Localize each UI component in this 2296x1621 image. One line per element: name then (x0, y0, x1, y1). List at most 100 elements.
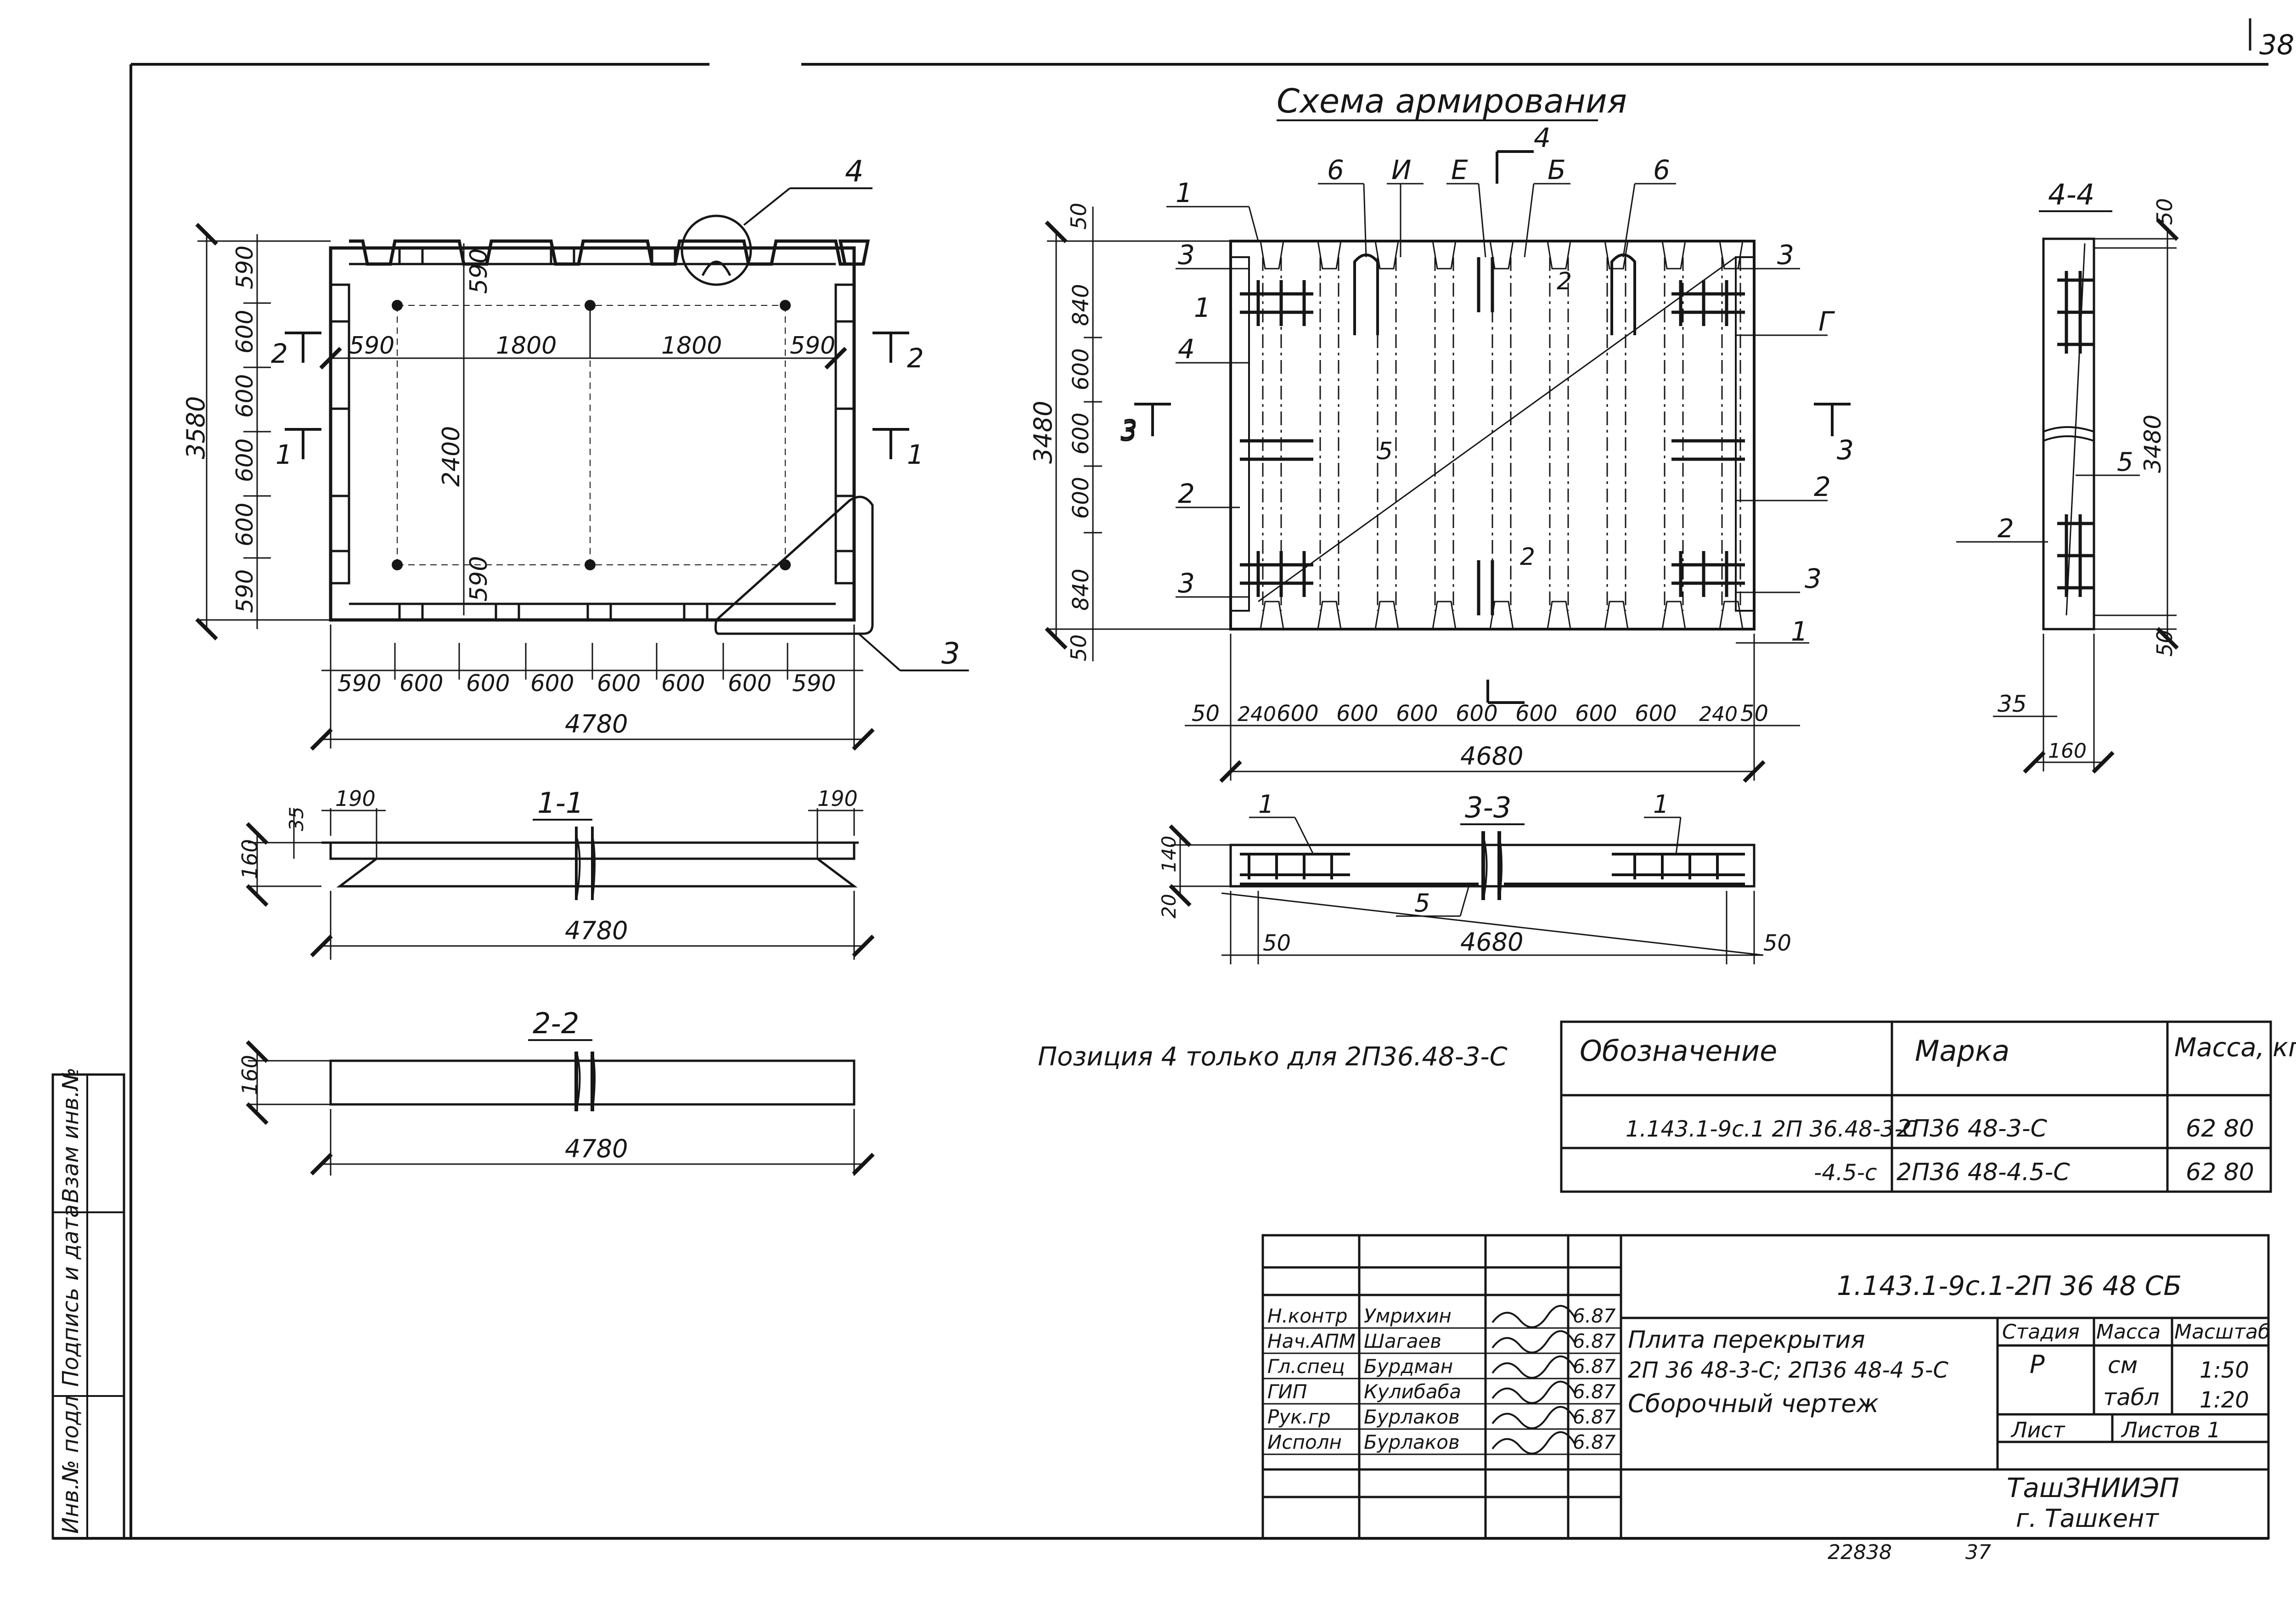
sec33-dim-20: 20 (1158, 894, 1180, 918)
stamp-mass-2: табл (2103, 1384, 2160, 1411)
title-block-name: Умрихин (1364, 1305, 1452, 1327)
plan-inner-2400: 2400 (438, 426, 465, 487)
callout-4-circle (681, 214, 752, 286)
sec11-title: 1-1 (537, 786, 584, 820)
stamp-title-1: Плита перекрытия (1628, 1326, 1865, 1354)
title-block-name: Бурдман (1364, 1355, 1453, 1378)
reinf-ribs (1260, 241, 1744, 630)
reinf-inner-2a: 2 (1557, 268, 1572, 295)
reinf-top-label-4: 4 (1534, 122, 1551, 153)
signature-scribble (1491, 1305, 1576, 1328)
sidebar-vzam: Взам инв.№ (58, 1068, 84, 1203)
plan-bottom-dim-3: 600 (466, 670, 510, 697)
reinf-rib-top-notch (1260, 241, 1284, 270)
title-block-role: Исполн (1267, 1431, 1342, 1453)
title-block-date: 6.87 (1573, 1305, 1616, 1327)
sidebar-podpis: Подпись и дата (58, 1204, 84, 1387)
sec33-pos-5: 5 (1414, 889, 1430, 917)
reinf-left-dim-6: 840 (1068, 568, 1094, 611)
stamp-mass-1: см (2108, 1352, 2138, 1379)
left-sidebar-stamp: Взам инв.№ Подпись и дата Инв.№ подл (51, 1068, 125, 1540)
signature-scribble (1491, 1406, 1576, 1430)
bottom-stamp-right: 37 (1965, 1541, 1991, 1564)
reinf-bottom-dim-10: 240 (1699, 703, 1738, 726)
reinf-left-dim-1: 50 (1066, 203, 1091, 230)
reinf-right-label-3b: 3 (1837, 434, 1854, 466)
cut-2-left: 2 (271, 338, 288, 369)
sec44-dim-50-top: 50 (2152, 198, 2177, 225)
cut-2-right: 2 (907, 343, 924, 374)
reinf-left-label-1: 1 (1194, 292, 1211, 323)
reinf-rib-bottom-notch (1547, 601, 1571, 630)
reinf-top-label-B: Б (1548, 154, 1566, 186)
plan-inner-1800-a: 1800 (496, 332, 557, 360)
reinf-rib-bottom-notch (1719, 601, 1744, 630)
sec22-length: 4780 (565, 1134, 628, 1163)
reinf-mesh (1240, 257, 1745, 615)
sec33-pos-1-left: 1 (1258, 790, 1274, 819)
cut-1-right: 1 (907, 439, 924, 470)
plan-bottom-dim-6: 600 (661, 670, 705, 697)
reinf-left-dim-4: 600 (1068, 412, 1094, 455)
reinf-bottom-dim-6: 600 (1456, 701, 1498, 726)
position-note: Позиция 4 только для 2П36.48-3-С (1038, 1042, 1508, 1072)
sec22-title: 2-2 (533, 1007, 579, 1040)
title-block-date: 6.87 (1573, 1431, 1616, 1453)
reinf-top-label-E: Е (1451, 154, 1468, 186)
reinf-left-label-3b: 3 (1120, 414, 1137, 445)
sec44-dim-35: 35 (1998, 691, 2027, 717)
sec44-dim-3480: 3480 (2139, 415, 2166, 473)
plan-left-dim-6: 590 (231, 569, 258, 613)
spec-row1-designation: 1.143.1-9с.1 2П 36.48-3-С (1626, 1116, 1918, 1142)
reinf-left-dim-5: 600 (1068, 477, 1094, 519)
plan-inner-1800-b: 1800 (661, 332, 722, 360)
sec11-dim-190-left: 190 (335, 786, 376, 811)
sec44-pos-2: 2 (1998, 514, 2014, 544)
section-2-2: 2-2 160 4780 (237, 1007, 875, 1176)
sec33-length: 4680 (1460, 928, 1523, 957)
reinf-rib-bottom-notch (1374, 601, 1399, 630)
stamp-col-scale: Масштаб (2174, 1320, 2270, 1344)
section-1-1: 1-1 35 160 190 190 4780 (237, 786, 875, 960)
callout-3-shape (714, 495, 874, 635)
reinf-rib-bottom-notch (1661, 601, 1686, 630)
reinf-rib-top-notch (1317, 241, 1342, 270)
reinf-inner-5: 5 (1378, 438, 1393, 465)
reinf-left-label-3a: 3 (1178, 239, 1195, 270)
sidebar-inv-podl: Инв.№ подл (58, 1396, 84, 1534)
plan-left-dim-4: 600 (231, 439, 258, 482)
sec33-dim-140: 140 (1158, 836, 1180, 872)
reinf-top-label-I: И (1391, 154, 1411, 186)
reinf-top-label-6a: 6 (1327, 154, 1344, 186)
sec33-pos-1-right: 1 (1653, 790, 1669, 819)
signature-scribble (1491, 1380, 1576, 1404)
section-4-4: 4-4 50 3480 50 5 2 35 160 (1956, 178, 2179, 774)
sec11-length: 4780 (565, 916, 628, 945)
section-3-3: 3-3 140 20 1 1 5 50 (1158, 790, 1791, 964)
reinf-rib-top-notch (1374, 241, 1399, 270)
sec33-dim-50-left: 50 (1263, 930, 1291, 956)
reinf-right-label-2: 2 (1814, 471, 1831, 502)
plan-bottom-dim-8: 590 (792, 670, 836, 697)
scheme-title: Схема армирования (1277, 82, 1627, 120)
reinf-bottom-dim-8: 600 (1575, 701, 1617, 726)
reinf-bottom-dim-9: 600 (1635, 701, 1677, 726)
callout-3-label: 3 (941, 637, 960, 671)
spec-row1-mass: 62 80 (2186, 1115, 2254, 1143)
sec44-pos-5: 5 (2117, 447, 2133, 477)
reinf-top-label-1: 1 (1176, 177, 1193, 208)
signature-scribble (1491, 1355, 1576, 1379)
title-block-date: 6.87 (1573, 1380, 1616, 1403)
plan-bottom-dim-4: 600 (530, 670, 574, 697)
reinf-rib-top-notch (1719, 241, 1744, 270)
reinf-cut-3-left: 3 (1120, 416, 1137, 447)
reinf-rib-bottom-notch (1317, 601, 1342, 630)
title-block-name: Бурлаков (1364, 1431, 1460, 1453)
title-block-name: Кулибаба (1364, 1380, 1461, 1403)
title-block-date: 6.87 (1573, 1330, 1616, 1352)
reinf-slab-outline (1229, 240, 1756, 630)
spec-header-designation: Обозначение (1580, 1034, 1777, 1068)
title-block-role: Нач.АПМ (1267, 1330, 1356, 1352)
